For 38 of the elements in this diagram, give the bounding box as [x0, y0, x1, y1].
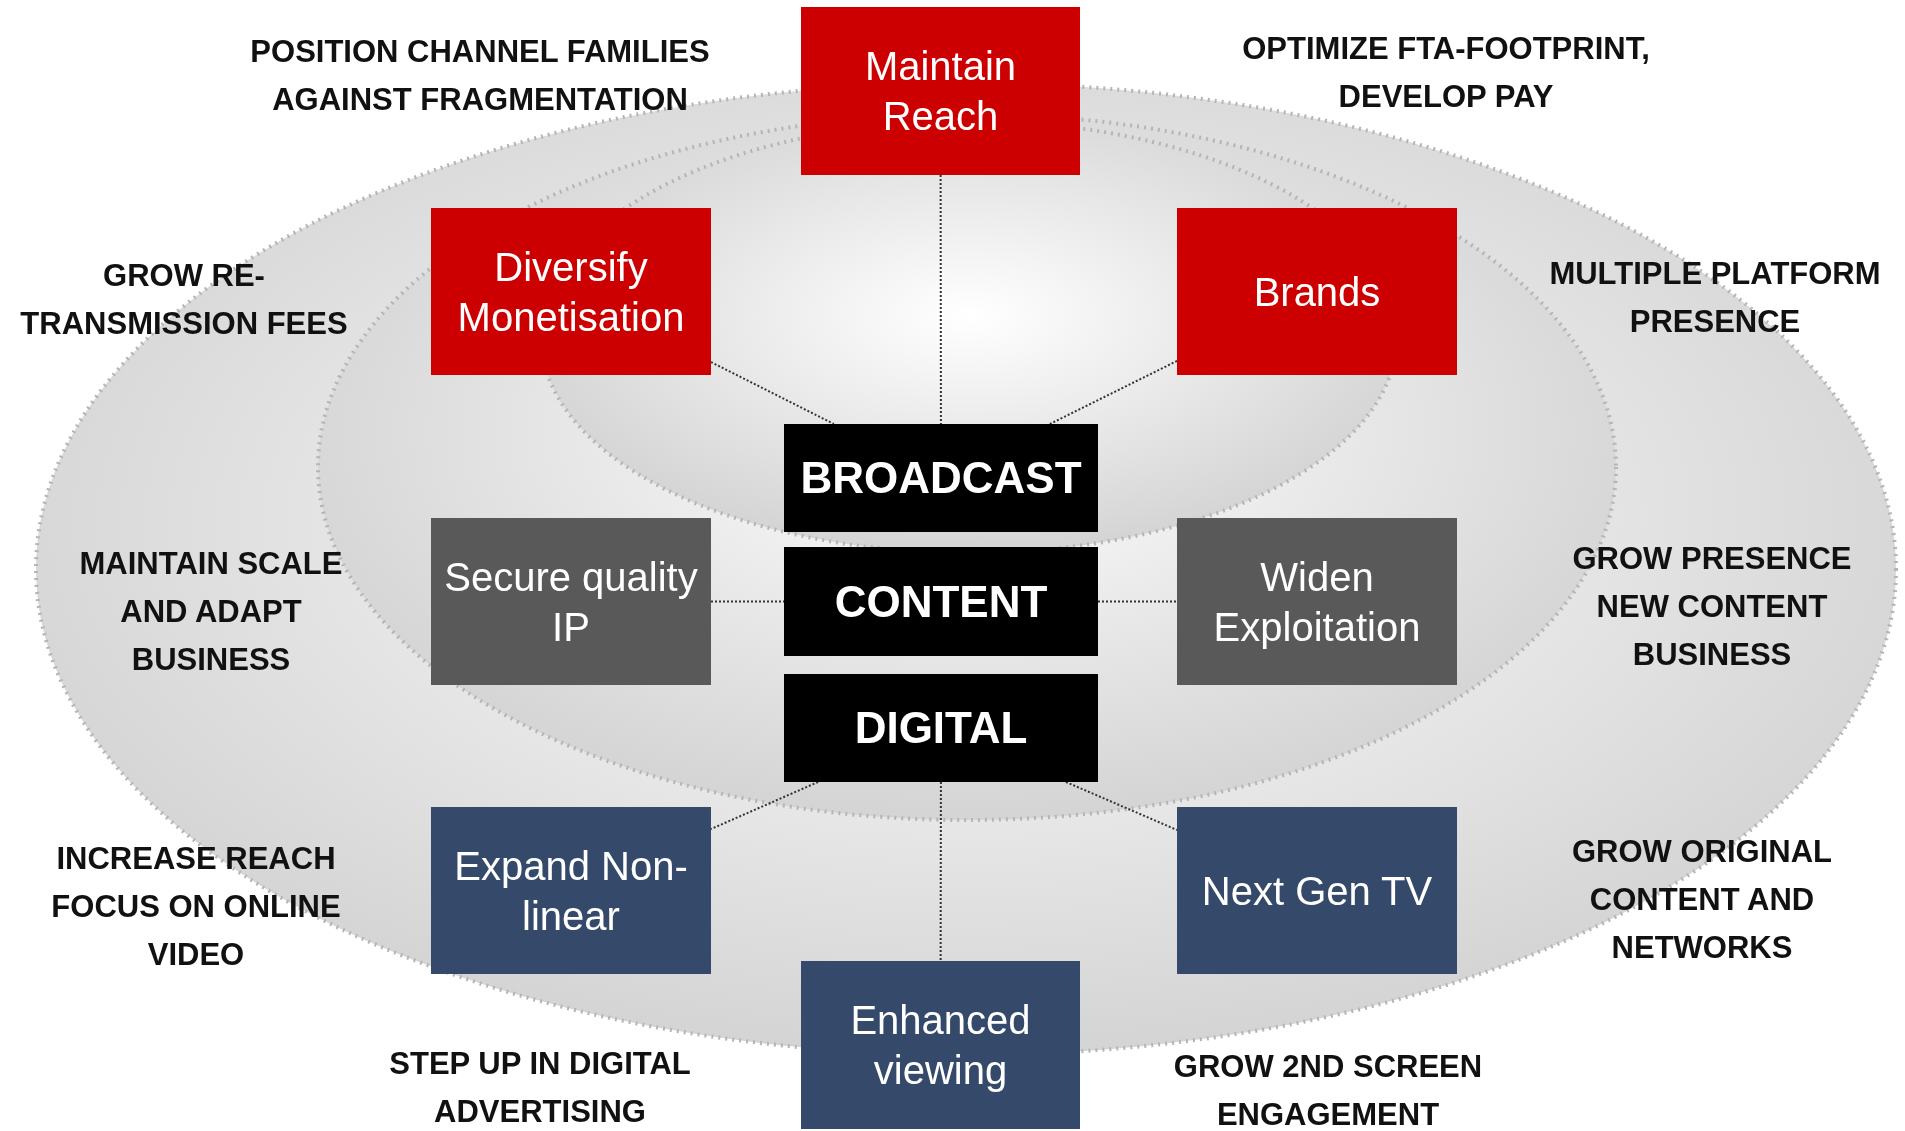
strategy-box — [801, 7, 1080, 175]
strategy-box — [1177, 208, 1457, 375]
box-text: Maintain Reach — [863, 43, 1018, 140]
box-text: Enhanced viewing — [849, 997, 1032, 1094]
goal-text: INCREASE REACH FOCUS ON ONLINE VIDEO — [50, 840, 342, 974]
connector-line — [1048, 359, 1178, 425]
box-text: Widen Exploitation — [1212, 553, 1422, 651]
connector-line — [939, 174, 942, 425]
goal-text: GROW PRESENCE NEW CONTENT BUSINESS — [1571, 540, 1853, 674]
goal-text: GROW RE-TRANSMISSION FEES — [19, 257, 349, 343]
strategy-box — [801, 961, 1080, 1129]
box-text: Expand Non-linear — [453, 842, 689, 940]
hub-box — [784, 424, 1098, 532]
box-text: Secure quality IP — [443, 553, 699, 651]
connector-line — [710, 781, 820, 830]
connector-line — [939, 781, 942, 962]
box-text: Next Gen TV — [1201, 867, 1433, 915]
box-text: Diversify Monetisation — [456, 243, 686, 341]
connector-line — [1064, 781, 1178, 831]
box-text: DIGITAL — [854, 703, 1028, 753]
connector-line — [710, 361, 835, 425]
strategy-box — [431, 807, 711, 974]
hub-box — [784, 674, 1098, 782]
strategy-box — [431, 208, 711, 375]
box-text: Brands — [1253, 268, 1381, 316]
goal-text: STEP UP IN DIGITAL ADVERTISING — [388, 1045, 692, 1131]
hub-box — [784, 547, 1098, 656]
goal-text: POSITION CHANNEL FAMILIES AGAINST FRAGMENTATION — [249, 33, 711, 119]
goal-text: GROW 2ND SCREEN ENGAGEMENT — [1172, 1048, 1484, 1131]
box-text: CONTENT — [834, 576, 1048, 627]
strategy-box — [431, 518, 711, 685]
strategy-box — [1177, 807, 1457, 974]
box-text: BROADCAST — [800, 453, 1082, 503]
strategy-box — [1177, 518, 1457, 685]
goal-text: OPTIMIZE FTA-FOOTPRINT, DEVELOP PAY — [1241, 30, 1651, 116]
goal-text: MAINTAIN SCALE AND ADAPT BUSINESS — [78, 545, 344, 679]
goal-text: MULTIPLE PLATFORM PRESENCE — [1548, 255, 1882, 341]
goal-text: GROW ORIGINAL CONTENT AND NETWORKS — [1570, 833, 1833, 967]
